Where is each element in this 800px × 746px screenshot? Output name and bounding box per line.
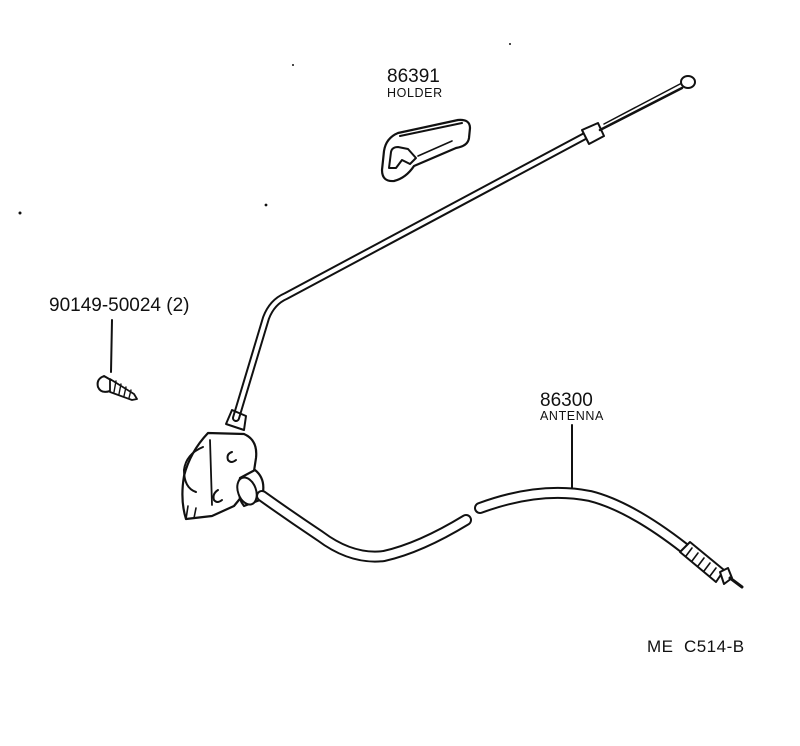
holder-part-name: HOLDER xyxy=(387,86,443,100)
holder-part-group[interactable]: 86391 HOLDER xyxy=(380,66,472,183)
diagram-code: ME C514-B xyxy=(647,637,745,656)
antenna-part-group[interactable]: 86300 ANTENNA xyxy=(181,75,744,589)
antenna-cable-icon xyxy=(256,486,690,563)
screw-part-number: 90149-50024 (2) xyxy=(49,295,190,316)
screw-icon xyxy=(96,375,138,401)
screw-part-group[interactable]: 90149-50024 (2) xyxy=(49,295,190,401)
antenna-part-number: 86300 xyxy=(540,390,593,411)
holder-part-number: 86391 xyxy=(387,66,440,87)
antenna-plug-connector-icon xyxy=(679,541,744,589)
antenna-mast-icon xyxy=(225,75,696,431)
antenna-part-name: ANTENNA xyxy=(540,409,604,423)
speck-marks xyxy=(18,43,511,215)
antenna-base-icon xyxy=(181,431,258,521)
holder-clip-icon xyxy=(380,118,472,183)
screw-leader-line xyxy=(110,319,113,373)
